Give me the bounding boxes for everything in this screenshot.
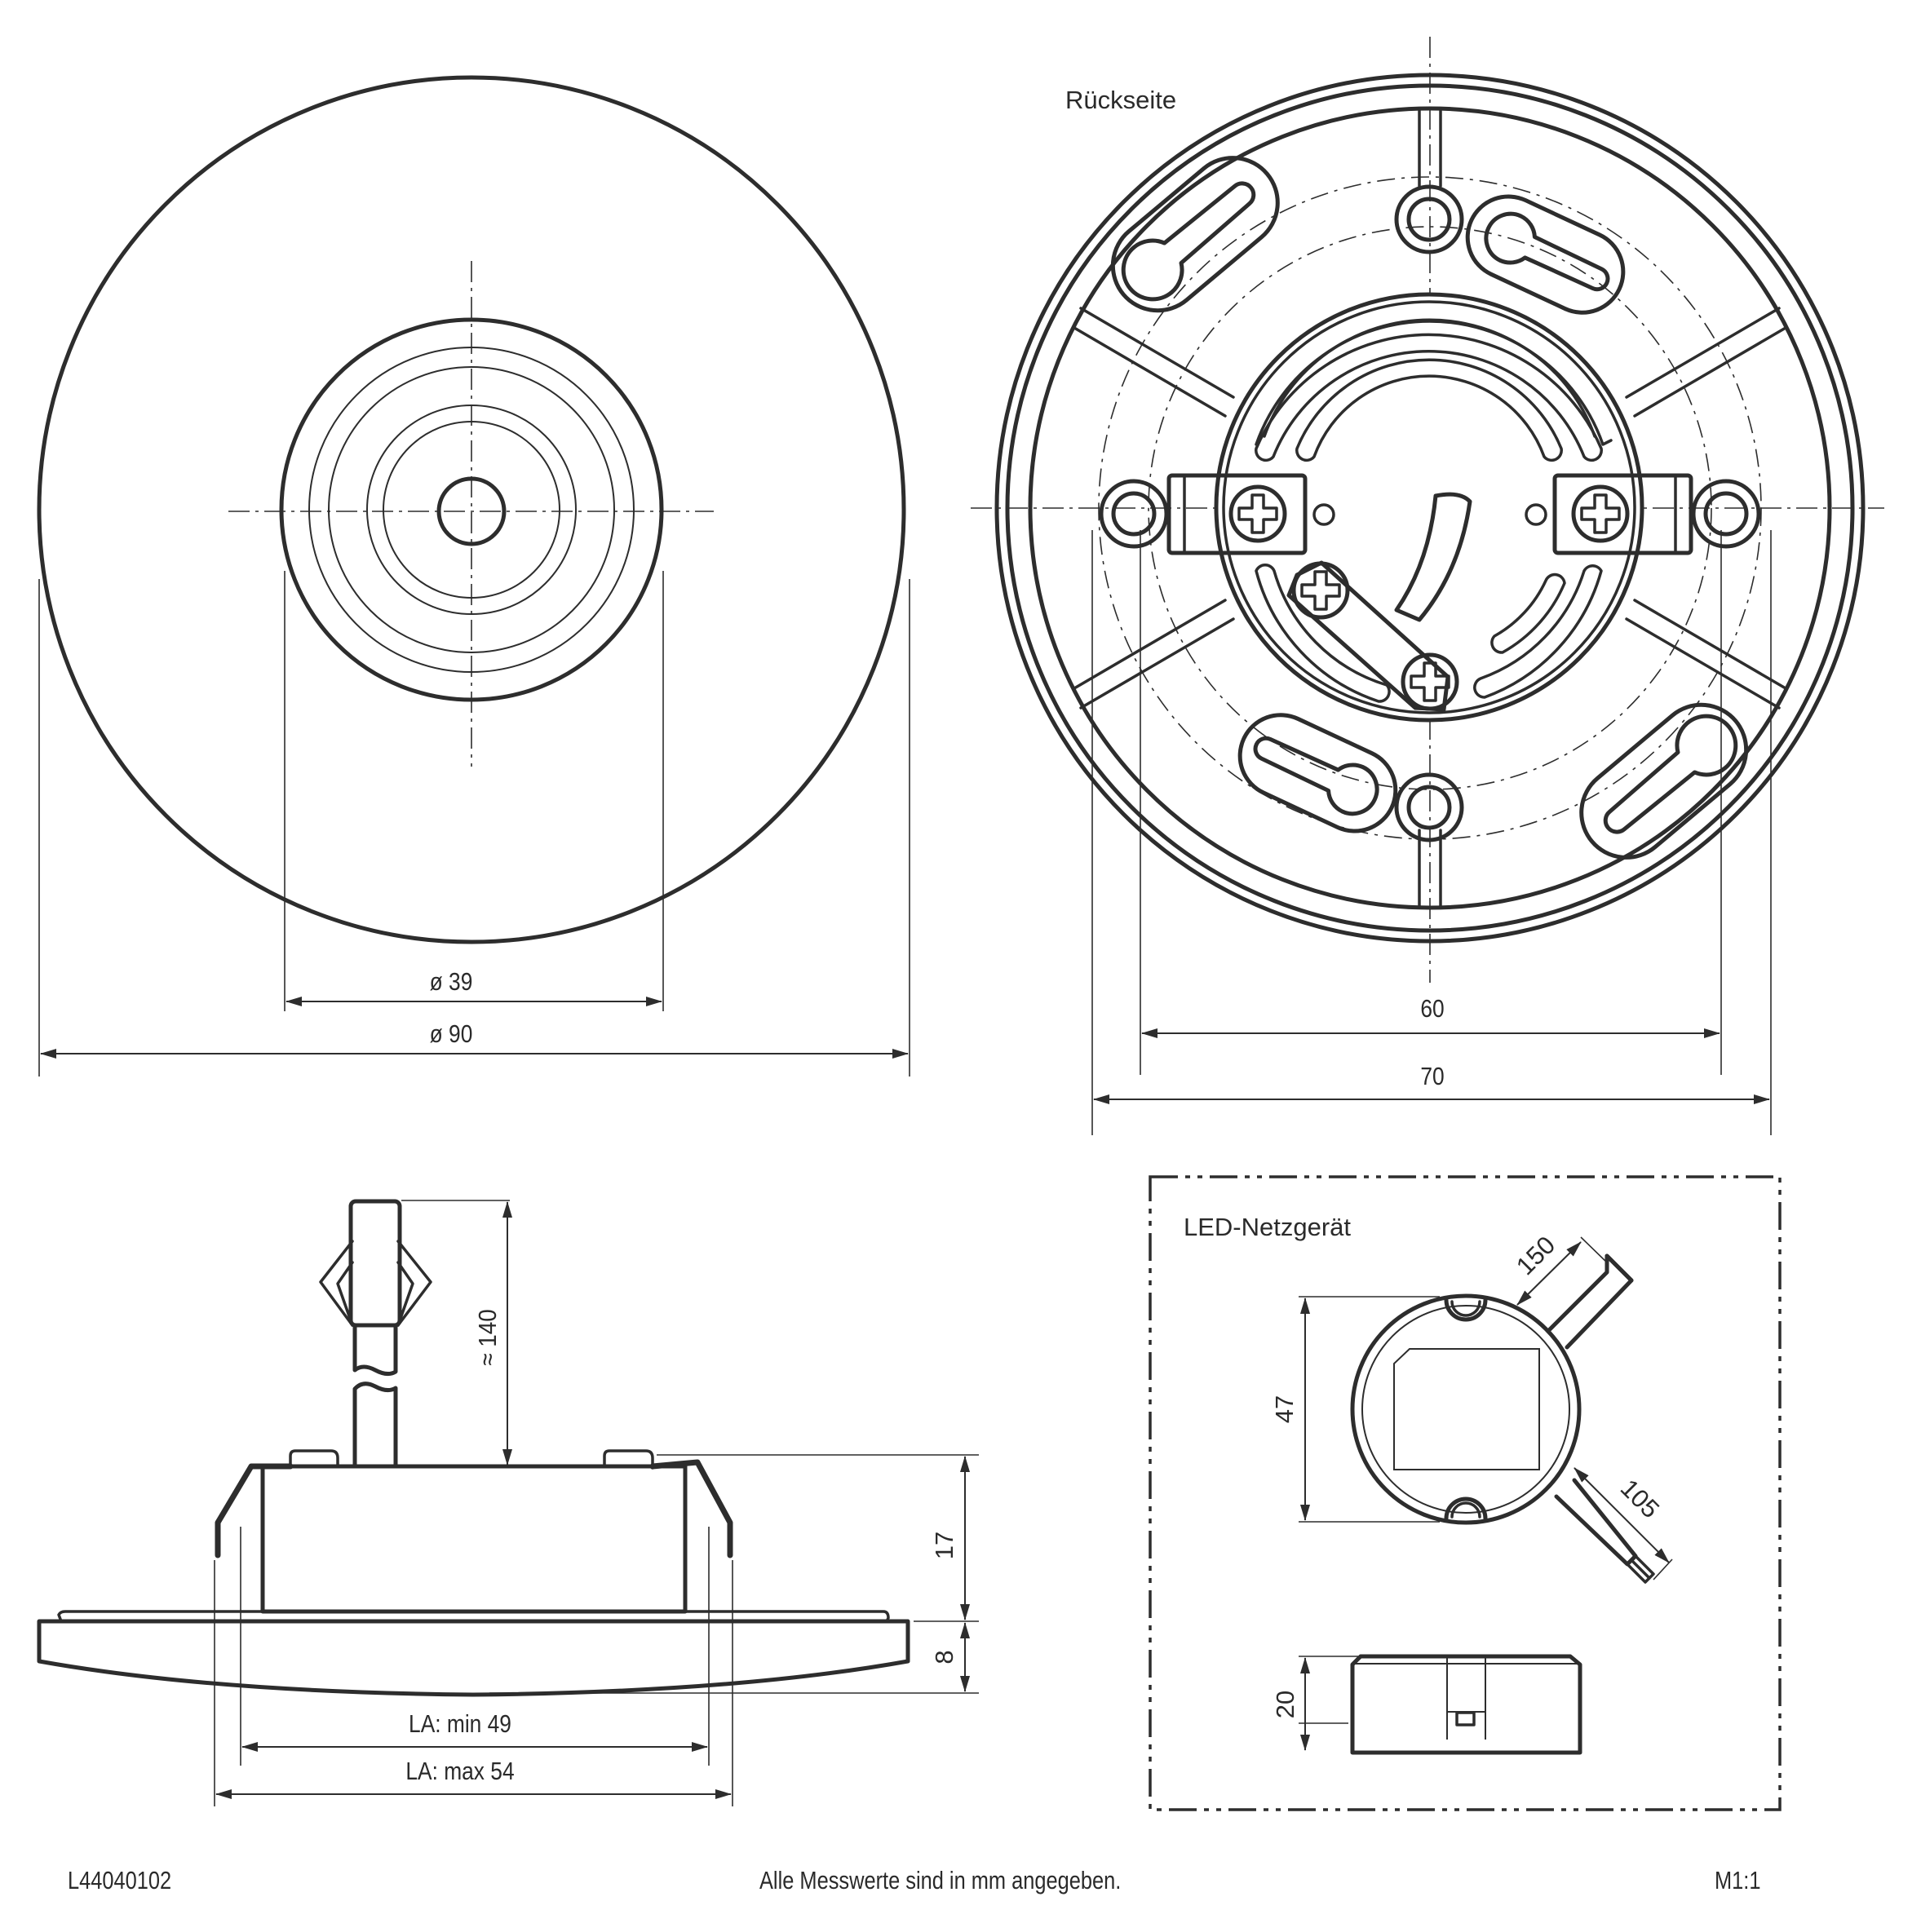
driver-frame: [1149, 1175, 1782, 1811]
units-note: Alle Messwerte sind in mm angegeben.: [759, 1867, 1121, 1895]
keyhole-slot-top-right: [1465, 194, 1626, 315]
terminal-block-left: [1166, 473, 1308, 555]
cover-plate: [37, 1619, 910, 1697]
keyhole-slot-bottom-right: [1579, 702, 1749, 860]
drawing-number: L44040102: [68, 1867, 171, 1895]
dim-label-outer-diameter: ø 90: [430, 1020, 473, 1048]
back-view-title: Rückseite: [1065, 86, 1176, 114]
title-block: L44040102 Alle Messwerte sind in mm ange…: [68, 1867, 1760, 1895]
dim-label-inner-diameter: ø 39: [430, 968, 473, 996]
dim-label-hole-spacing: 60: [1420, 995, 1444, 1023]
dim-label-body-height: 17: [930, 1532, 958, 1559]
dim-line-secondary-cable: [1574, 1467, 1670, 1563]
dim-label-mount-width: 70: [1420, 1063, 1444, 1090]
spring-clip-left: [215, 1463, 294, 1558]
cable: [1394, 492, 1472, 622]
dim-label-driver-height: 20: [1271, 1691, 1299, 1718]
spring-clip-right: [649, 1459, 733, 1558]
plug-connector: [319, 1199, 432, 1328]
sensor-housing: [260, 1464, 688, 1614]
dim-label-cutout-min: LA: min 49: [409, 1710, 511, 1738]
side-cable: [352, 1323, 398, 1377]
dim-label-driver-diameter: 47: [1270, 1395, 1299, 1423]
driver-label-area: [1393, 1348, 1540, 1470]
front-view: ø 39 ø 90: [37, 75, 910, 1077]
drawing-scale: M1:1: [1715, 1867, 1760, 1895]
mount-hole-bottom: [1394, 772, 1464, 842]
driver-side-body: [1350, 1654, 1582, 1755]
dim-label-primary-cable: 150: [1511, 1231, 1560, 1280]
side-view: ≈ 140 17 8 LA: min 49 LA: max 54: [37, 1199, 979, 1806]
led-driver-panel: LED-Netzgerät 47 150 105: [1149, 1175, 1782, 1811]
keyhole-slot-top-left: [1110, 156, 1280, 313]
keyhole-slot-bottom-left: [1237, 713, 1398, 833]
dim-label-cable-length: ≈ 140: [474, 1309, 502, 1366]
front-outer-rim: [37, 75, 906, 944]
driver-body: [1350, 1293, 1582, 1525]
dim-line-primary-cable: [1516, 1241, 1582, 1306]
dim-label-plate-height: 8: [930, 1650, 958, 1664]
mount-hole-top: [1394, 184, 1464, 254]
terminal-block-right: [1552, 473, 1693, 555]
mount-hole-right: [1691, 479, 1761, 549]
driver-title: LED-Netzgerät: [1184, 1213, 1351, 1241]
back-view: Rückseite: [971, 37, 1884, 1135]
dim-label-cutout-max: LA: max 54: [405, 1757, 514, 1785]
mount-hole-left: [1099, 479, 1169, 549]
